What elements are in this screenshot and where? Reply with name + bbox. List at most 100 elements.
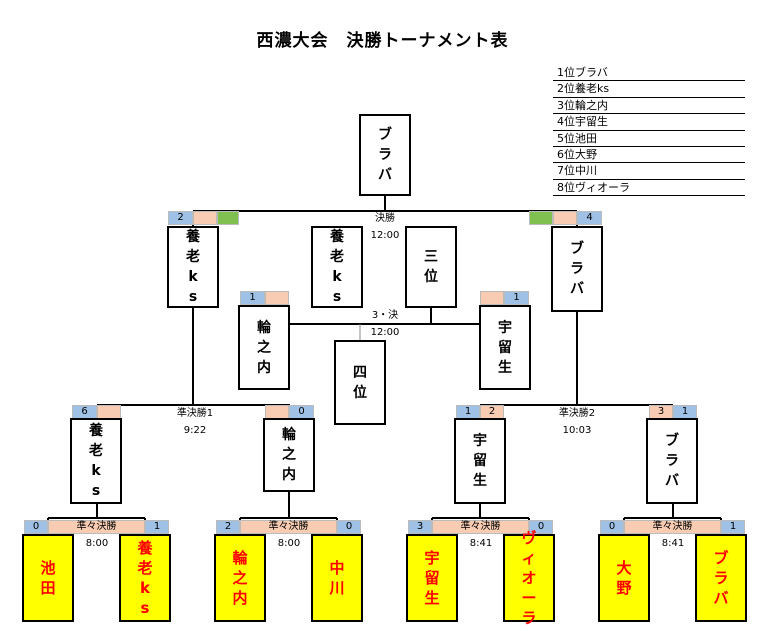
- qf2-left-score: 2: [216, 520, 240, 534]
- fourth-place-box: 四位: [334, 340, 386, 425]
- team-name-char: オ: [521, 569, 537, 587]
- team-name-char: 養: [137, 539, 153, 557]
- semi2-time: 10:03: [562, 425, 592, 436]
- team-name-char: 之: [282, 447, 296, 463]
- team-name-char: 輪: [232, 549, 248, 567]
- team-name-char: ラ: [378, 147, 392, 163]
- ranking-row: 2位養老ks: [553, 81, 745, 98]
- semi2-left-team: 宇留生: [454, 418, 506, 504]
- semi2-left-score-b: 2: [480, 405, 504, 419]
- team-name-char: バ: [570, 281, 584, 297]
- third-left-team: 輪之内: [238, 305, 290, 390]
- champion-box: ブラバ: [359, 114, 411, 196]
- final-left-header: [193, 211, 217, 225]
- team-name-char: ラ: [521, 609, 537, 627]
- team-name-char: s: [91, 483, 101, 499]
- team-name-char: 野: [616, 579, 632, 597]
- semi2-right-score: 3: [649, 405, 673, 419]
- final-right-team: ブラバ: [551, 226, 603, 312]
- semi1-label: 準決勝1: [176, 408, 214, 419]
- semi1-time: 9:22: [183, 425, 207, 436]
- team-name-char: 留: [473, 453, 487, 469]
- semi2-right-team: ブラバ: [646, 418, 698, 504]
- team-name-char: s: [332, 289, 342, 305]
- team-name-char: 田: [40, 579, 56, 597]
- team-name-char: k: [188, 269, 198, 285]
- semi1-right-team: 輪之内: [263, 418, 315, 492]
- qf4-time: 8:41: [661, 538, 685, 549]
- team-name-char: k: [140, 579, 150, 597]
- team-name-char: 留: [424, 569, 440, 587]
- qf3-right-score: 0: [529, 520, 553, 534]
- team-name-char: 養: [89, 423, 103, 439]
- qf2-time: 8:00: [277, 538, 301, 549]
- team-name-char: 老: [89, 443, 103, 459]
- team-name-char: 宇: [473, 433, 487, 449]
- final-right-header: [553, 211, 577, 225]
- team-name-char: 内: [257, 359, 271, 376]
- team-name-char: 養: [186, 229, 200, 245]
- team-name-char: 老: [186, 249, 200, 265]
- ranking-row: 5位池田: [553, 131, 745, 147]
- semi2-right-score-b: 1: [673, 405, 697, 419]
- qf2-left-team: 輪之内: [214, 534, 266, 622]
- ranking-row: 4位宇留生: [553, 114, 745, 131]
- team-name-char: 内: [282, 467, 296, 483]
- team-name-char: ラ: [570, 261, 584, 277]
- team-name-char: ラ: [713, 569, 729, 587]
- qf1-left-score: 0: [24, 520, 48, 534]
- third-time: 12:00: [370, 327, 400, 338]
- team-name-char: ヴ: [521, 529, 537, 547]
- team-name-char: バ: [378, 167, 392, 183]
- team-name-char: 中: [329, 559, 345, 577]
- team-name-char: ブ: [378, 127, 392, 143]
- semi1-left-score: 6: [72, 405, 97, 419]
- qf1-time: 8:00: [85, 538, 109, 549]
- qf1-right-score: 1: [145, 520, 169, 534]
- team-name-char: 老: [137, 559, 153, 577]
- qf4-left-team: 大野: [598, 534, 650, 622]
- third-place-box: 三位: [405, 226, 457, 308]
- team-name-char: バ: [713, 589, 729, 607]
- team-name-char: 之: [257, 339, 271, 356]
- third-right-header: [480, 291, 504, 305]
- qf1-left-team: 池田: [22, 534, 74, 622]
- team-name-char: 養: [330, 229, 344, 245]
- team-name-char: ー: [521, 589, 537, 607]
- team-name-char: 宇: [498, 319, 512, 336]
- qf2-right-score: 0: [337, 520, 361, 534]
- ranking-row: 1位ブラバ: [553, 65, 745, 82]
- qf4-header: 準々決勝: [624, 520, 721, 534]
- ranking-row: 7位中川: [553, 163, 745, 180]
- team-name-char: s: [188, 289, 198, 305]
- qf2-header: 準々決勝: [240, 520, 337, 534]
- team-name-char: 四: [353, 364, 367, 381]
- team-name-char: 生: [424, 589, 440, 607]
- team-name-char: 留: [498, 339, 512, 356]
- team-name-char: 輪: [257, 319, 271, 336]
- final-right-win-mark: [529, 211, 553, 225]
- team-name-char: 大: [616, 559, 632, 577]
- final-left-win-mark: [217, 211, 239, 225]
- ranking-row: 8位ヴィオーラ: [553, 180, 745, 197]
- team-name-char: 内: [232, 589, 248, 607]
- semi1-right-score: 0: [289, 405, 314, 419]
- qf3-right-team: ヴィオーラ: [503, 529, 555, 627]
- ranking-row: 3位輪之内: [553, 98, 745, 115]
- ranking-list: 1位ブラバ 2位養老ks 3位輪之内 4位宇留生 5位池田 6位大野 7位中川 …: [553, 65, 745, 197]
- qf3-left-team: 宇留生: [406, 534, 458, 622]
- semi2-label: 準決勝2: [558, 408, 596, 419]
- team-name-char: k: [332, 269, 342, 285]
- qf3-time: 8:41: [469, 538, 493, 549]
- qf4-right-team: ブラバ: [695, 534, 747, 622]
- final-time: 12:00: [370, 230, 400, 241]
- qf2-right-team: 中川: [311, 534, 363, 622]
- team-name-char: ブ: [665, 433, 679, 449]
- semi1-right-header: [265, 405, 289, 419]
- qf3-left-score: 3: [408, 520, 432, 534]
- final-left-score: 2: [168, 211, 193, 225]
- third-label: 3・決: [371, 310, 399, 321]
- team-name-char: 生: [473, 473, 487, 489]
